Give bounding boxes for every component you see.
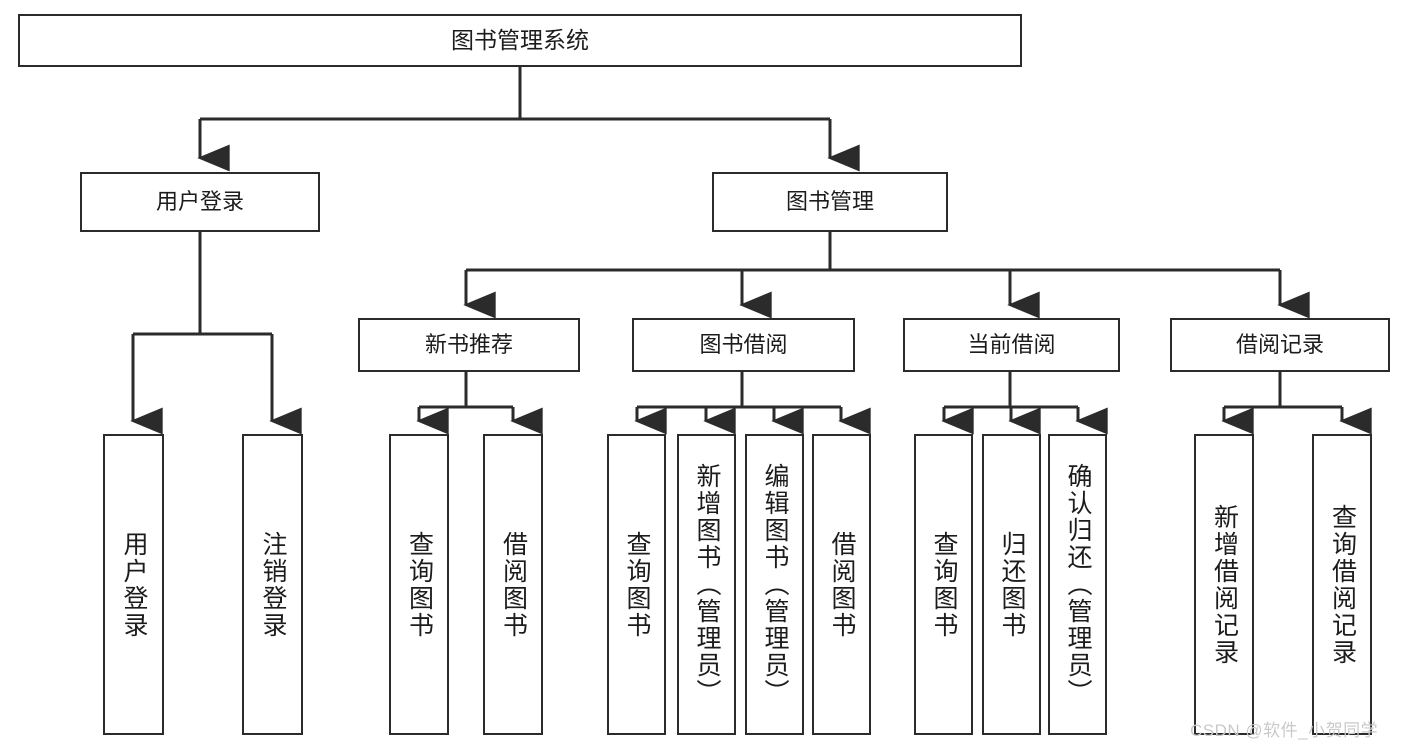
node-book-borrow[interactable]: 图书借阅 bbox=[632, 318, 855, 372]
node-label: 新增图书（管理员） bbox=[693, 463, 721, 706]
node-label: 查询图书 bbox=[405, 530, 434, 639]
leaf-borrow-borrow-book[interactable]: 借阅图书 bbox=[812, 434, 871, 735]
node-label: 图书管理系统 bbox=[451, 26, 589, 53]
node-borrow-records[interactable]: 借阅记录 bbox=[1170, 318, 1390, 372]
node-current-borrow[interactable]: 当前借阅 bbox=[903, 318, 1120, 372]
node-label: 借阅记录 bbox=[1235, 331, 1324, 357]
node-label: 图书管理 bbox=[785, 188, 874, 214]
leaf-new-book-query[interactable]: 查询图书 bbox=[389, 434, 449, 735]
leaf-borrow-edit-book[interactable]: 编辑图书（管理员） bbox=[745, 434, 804, 735]
node-book-management[interactable]: 图书管理 bbox=[712, 172, 948, 232]
leaf-record-query[interactable]: 查询借阅记录 bbox=[1312, 434, 1372, 735]
leaf-logout[interactable]: 注销登录 bbox=[242, 434, 303, 735]
leaf-borrow-add-book[interactable]: 新增图书（管理员） bbox=[677, 434, 736, 735]
node-label: 图书借阅 bbox=[699, 331, 788, 357]
node-root-system[interactable]: 图书管理系统 bbox=[18, 14, 1022, 67]
node-user-login[interactable]: 用户登录 bbox=[80, 172, 320, 232]
leaf-borrow-query[interactable]: 查询图书 bbox=[607, 434, 666, 735]
leaf-current-query[interactable]: 查询图书 bbox=[914, 434, 973, 735]
leaf-current-confirm-return[interactable]: 确认归还（管理员） bbox=[1048, 434, 1107, 735]
node-label: 注销登录 bbox=[259, 530, 287, 639]
node-label: 查询图书 bbox=[623, 530, 651, 639]
leaf-user-login[interactable]: 用户登录 bbox=[103, 434, 164, 735]
leaf-new-book-borrow[interactable]: 借阅图书 bbox=[483, 434, 543, 735]
node-label: 确认归还（管理员） bbox=[1064, 463, 1092, 706]
node-label: 归还图书 bbox=[998, 530, 1026, 639]
node-label: 查询借阅记录 bbox=[1328, 503, 1357, 666]
node-label: 编辑图书（管理员） bbox=[761, 463, 789, 706]
leaf-current-return[interactable]: 归还图书 bbox=[982, 434, 1041, 735]
node-label: 新书推荐 bbox=[424, 331, 513, 357]
node-label: 借阅图书 bbox=[499, 530, 528, 639]
node-label: 查询图书 bbox=[930, 530, 958, 639]
node-label: 当前借阅 bbox=[967, 331, 1056, 357]
node-label: 用户登录 bbox=[155, 188, 244, 214]
leaf-record-add[interactable]: 新增借阅记录 bbox=[1194, 434, 1254, 735]
node-new-book-recommend[interactable]: 新书推荐 bbox=[358, 318, 580, 372]
node-label: 用户登录 bbox=[120, 530, 148, 639]
node-label: 新增借阅记录 bbox=[1210, 503, 1239, 666]
node-label: 借阅图书 bbox=[828, 530, 856, 639]
